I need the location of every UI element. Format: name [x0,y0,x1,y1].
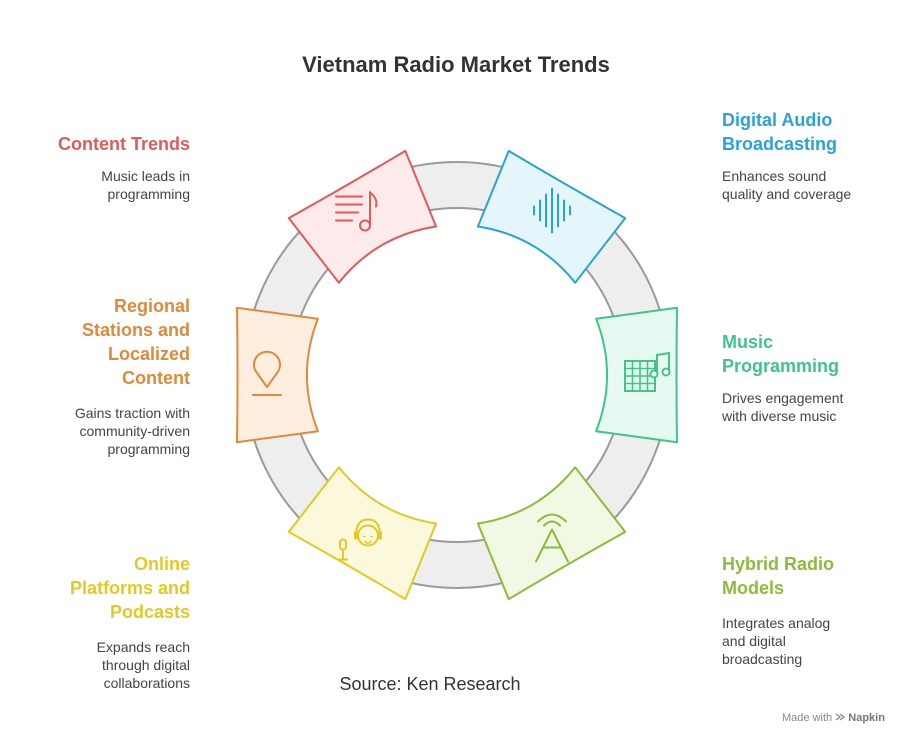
label-line: Podcasts [109,602,190,622]
segment-hybrid-radio-models [476,466,627,601]
credit-brand: Napkin [848,712,885,724]
segment-content-trends [287,149,438,284]
radio-antenna-icon [535,513,569,563]
label-content-trends: Content Trends [0,132,190,156]
label-line: Content [122,368,190,388]
music-grid-icon [624,351,671,392]
credit-prefix: Made with [782,712,833,724]
label-line: Regional [113,296,190,316]
description-digital-audio-broadcasting: Enhances sound quality and coverage [722,167,912,203]
podcaster-icon [338,518,382,561]
description-line: programming [107,441,190,457]
label-line: Localized [107,344,190,364]
description-line: community-driven [79,423,190,439]
label-line: Broadcasting [722,134,838,154]
description-content-trends: Music leads in programming [0,167,190,203]
label-line: Music [722,332,774,352]
description-music-programming: Drives engagement with diverse music [722,389,912,425]
description-line: broadcasting [722,651,803,667]
napkin-logo-icon [835,712,846,724]
description-regional-stations-and-localized-content: Gains traction with community-driven progr… [0,404,190,458]
page-title: Vietnam Radio Market Trends [302,52,610,77]
label-line: Platforms and [69,578,190,598]
segment-music-programming [595,306,678,444]
description-line: quality and coverage [722,186,852,202]
segment-online-platforms-and-podcasts [287,466,438,601]
label-line: Models [722,578,785,598]
description-line: Enhances sound [722,168,827,184]
source-note: Source: Ken Research [339,674,521,694]
description-line: Music leads in [101,168,190,184]
sound-wave-icon [533,187,571,234]
music-document-icon [335,190,378,232]
location-pin-icon [252,350,282,396]
description-line: with diverse music [722,408,837,424]
description-line: programming [107,186,190,202]
description-line: Drives engagement [722,390,844,406]
description-line: Expands reach [96,639,190,655]
label-line: Digital Audio [722,110,833,130]
label-line: Stations and [81,320,190,340]
description-line: Gains traction with [74,405,190,421]
description-hybrid-radio-models: Integrates analog and digital broadcasting [722,614,912,668]
description-line: collaborations [103,675,190,691]
label-line: Programming [722,356,840,376]
label-line: Content Trends [57,134,190,154]
description-line: through digital [102,657,190,673]
description-line: Integrates analog [722,615,831,631]
segment-regional-stations-and-localized-content [236,306,319,444]
description-online-platforms-and-podcasts: Expands reach through digital collaboratio… [0,638,190,692]
description-line: and digital [722,633,786,649]
label-line: Hybrid Radio [722,554,835,574]
label-line: Online [133,554,190,574]
made-with-credit: Made with Napkin [782,712,885,724]
